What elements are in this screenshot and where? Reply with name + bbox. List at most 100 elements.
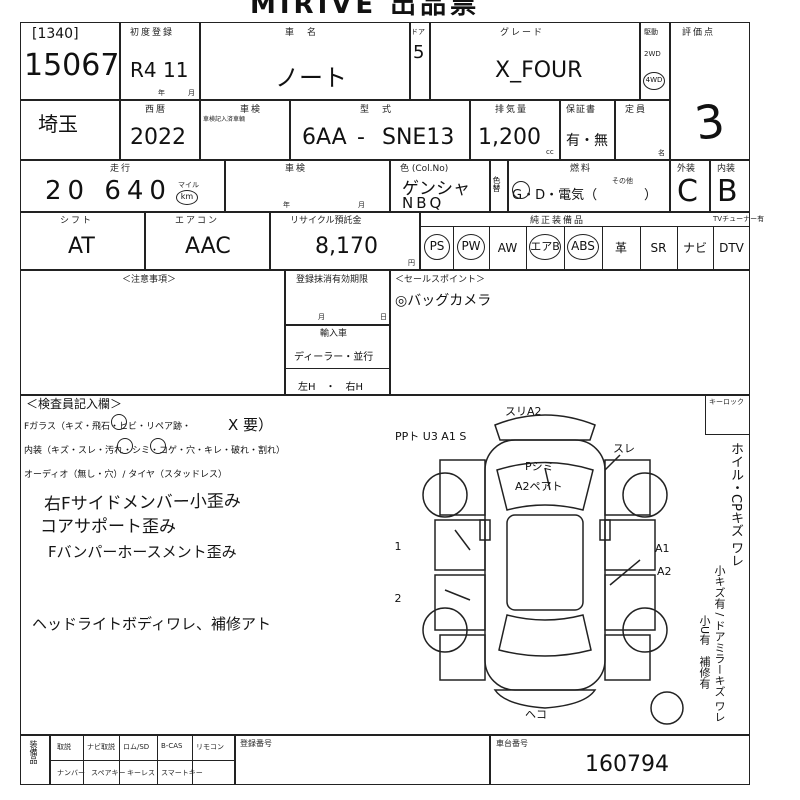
mileage-cell <box>20 160 225 212</box>
footer-bottom-2: キーレス <box>127 769 155 777</box>
reg-expiry-cell <box>285 270 390 325</box>
equipment-tuner-label: TVチューナー有 <box>713 215 765 223</box>
car-front-bumper <box>494 414 596 441</box>
fuel-value: G・D・電気（ <box>512 188 598 203</box>
exterior-cell <box>670 160 710 212</box>
footer-grid-vrule-4 <box>192 736 193 784</box>
equipment-row: PS PW AW エアB ABS 革 SR ナビ DTV <box>420 226 750 270</box>
inspector-label: ＜検査員記入欄＞ <box>26 397 123 411</box>
capacity-label: 定員 <box>625 105 648 115</box>
first-reg-cell <box>120 22 200 100</box>
note-4: ヘッドライトボディワレ、補修アト <box>32 615 271 633</box>
interior-cell <box>710 160 750 212</box>
left-rear-fender <box>439 634 486 681</box>
footer-chassis-cell <box>490 735 750 785</box>
mark-left-front: PPト U3 A1 S <box>395 430 466 443</box>
mileage-km-circled: km <box>176 190 198 205</box>
aircon-value: AAC <box>185 234 231 259</box>
equip-pw-circle: PW <box>457 234 485 260</box>
car-rear-window <box>498 614 592 657</box>
left-rear-door <box>434 574 486 631</box>
sales-point-label: ＜セールスポイント＞ <box>395 275 486 285</box>
mark-right-door-front: A1 <box>655 542 670 555</box>
equip-dtv: DTV <box>719 241 744 255</box>
inspection-date-year-unit: 年 <box>283 201 290 209</box>
model-separator: - <box>357 125 365 150</box>
left-front-fender <box>439 459 486 516</box>
import-steering: 左H ・ 右H <box>298 382 364 393</box>
model-value-1: 6AA <box>302 125 347 150</box>
mark-right-door-rear: A2 <box>657 565 672 578</box>
spare-wheel <box>650 691 684 725</box>
model-year-label: 西暦 <box>145 105 168 115</box>
footer-bottom-1: スペアキー <box>91 769 126 777</box>
inspection-date-month-unit: 月 <box>358 201 365 209</box>
region-cell <box>20 100 120 160</box>
mark-left-door-rear: A2 <box>395 592 402 605</box>
mark-hood: A2ペアト <box>515 480 563 493</box>
note-2: コアサポート歪み <box>40 517 176 537</box>
model-cell <box>290 100 470 160</box>
car-name-value: ノート <box>275 64 347 92</box>
first-reg-year-unit: 年 <box>158 89 165 97</box>
mileage-mile-unit: マイル <box>178 181 199 189</box>
equip-navi: ナビ <box>677 226 714 270</box>
key-lock-label: キーロック <box>709 398 744 406</box>
equip-airbag-circle: エアB <box>529 234 561 260</box>
reg-expiry-month-unit: 月 <box>318 313 325 321</box>
equip-leather: 革 <box>602 226 641 270</box>
drive-4wd-circled: 4WD <box>643 72 665 90</box>
footer-grid-vrule-2 <box>119 736 120 784</box>
exterior-label: 外装 <box>677 164 696 174</box>
footer-equip-grid: 取説 ナビ取説 ロム/SD B-CAS リモコン ナンバー スペアキー キーレス… <box>50 735 235 785</box>
footer-reg-no-cell <box>235 735 490 785</box>
wheel-rear-right <box>622 607 668 653</box>
inspection-date-label: 車検 <box>285 164 308 174</box>
drive-cell <box>640 22 670 100</box>
inspector-circle-a <box>111 414 127 430</box>
grade-value: X_FOUR <box>495 58 583 83</box>
inspection-label: 車検 <box>240 105 263 115</box>
color-label: 色 (Col.No) <box>400 164 449 174</box>
doors-label: ドア <box>411 28 425 36</box>
color-code: NBQ <box>402 194 445 212</box>
equipment-row-rule <box>420 226 750 227</box>
interior-label: 内装 <box>717 164 736 174</box>
first-reg-month-unit: 月 <box>188 89 195 97</box>
footer-chassis-label: 車台番号 <box>496 739 528 748</box>
aircon-label: エアコン <box>175 216 220 226</box>
inspection-sub: 車検記入済車輌 <box>203 116 246 123</box>
car-windshield <box>496 461 594 511</box>
footer-top-1: ナビ取説 <box>87 743 115 751</box>
color-cell <box>390 160 490 212</box>
drive-label: 駆動 <box>644 28 658 36</box>
damage-slash-1 <box>544 467 551 491</box>
drive-2wd: 2WD <box>644 50 661 58</box>
aircon-cell <box>145 212 270 270</box>
footer-reg-no-label: 登録番号 <box>240 739 272 748</box>
capacity-cell <box>615 100 670 160</box>
color-change-label: 色替 <box>492 176 501 192</box>
shift-label: シフト <box>60 216 94 226</box>
recycle-value: 8,170 <box>315 234 378 259</box>
footer-equip-label-cell <box>20 735 50 785</box>
mileage-value: 20 640 <box>45 176 172 206</box>
model-year-cell <box>120 100 200 160</box>
shift-cell <box>20 212 145 270</box>
score-cell <box>670 22 750 160</box>
color-value: ゲンシャ <box>402 179 470 199</box>
car-diagram: スリA2 PPト U3 A1 S スレ A2ペアト Pシミ ヘコ A1 A2 A… <box>395 405 684 725</box>
damage-slash-3 <box>609 559 641 586</box>
fuel-label: 燃料 <box>570 164 593 174</box>
car-name-cell <box>200 22 410 100</box>
model-value-2: SNE13 <box>382 125 455 150</box>
equip-pw: PW <box>453 226 490 270</box>
right-front-door <box>604 519 656 571</box>
footer-top-2: ロム/SD <box>123 743 150 751</box>
footer-chassis-value: 160794 <box>585 752 669 777</box>
import-label: 輸入車 <box>320 329 348 339</box>
reg-expiry-day-unit: 日 <box>380 313 387 321</box>
footer-grid-vrule-1 <box>83 736 84 784</box>
warranty-value: 有・無 <box>566 133 608 149</box>
exterior-value: C <box>677 174 698 209</box>
